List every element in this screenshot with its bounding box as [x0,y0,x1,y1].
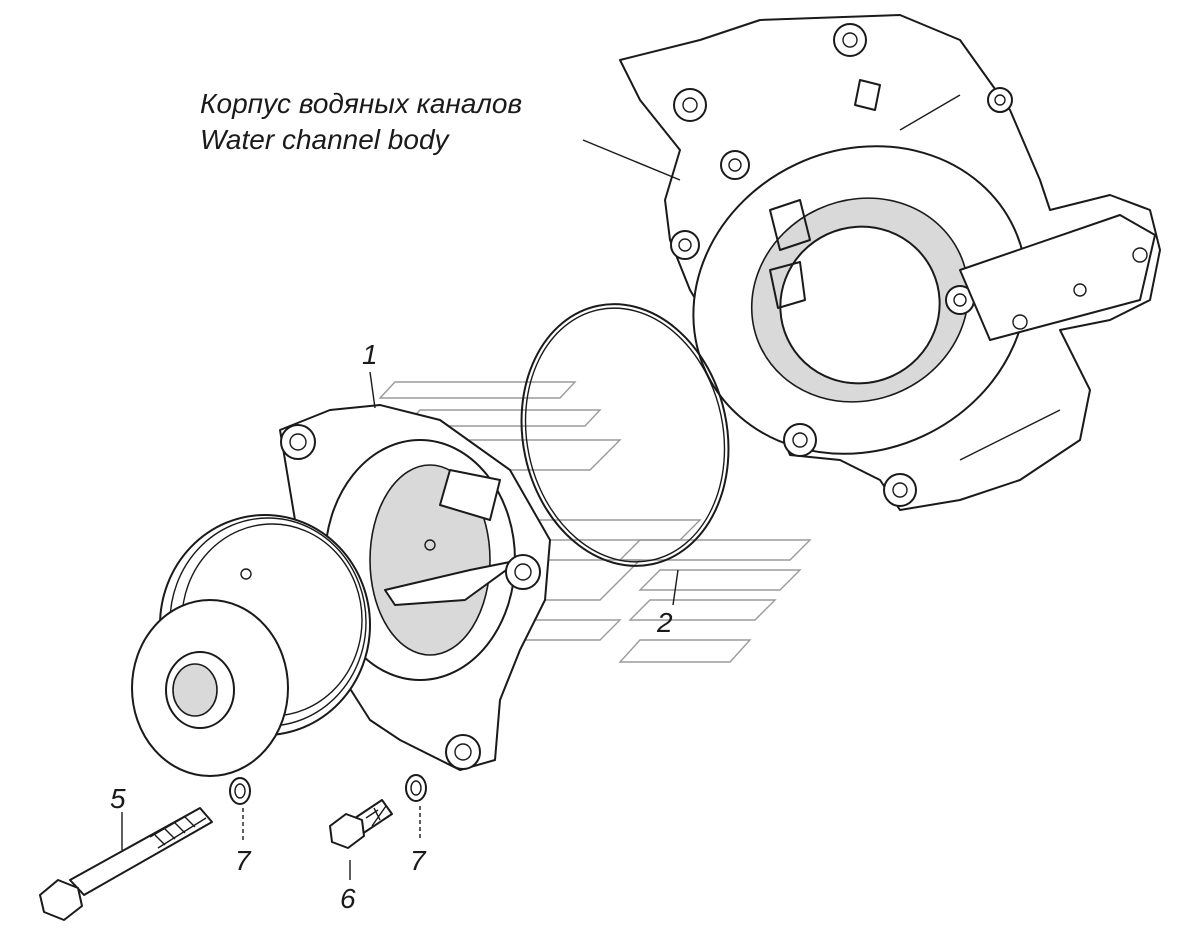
label-short-bolt: 6 [340,883,356,914]
callout-title-ru: Корпус водяных каналов [200,88,522,119]
water-channel-body [619,14,1161,511]
short-bolt [329,799,393,849]
washer-left [229,777,251,805]
leader-pump [369,371,376,409]
label-washer-left: 7 [235,845,252,876]
leader-ring [672,569,679,606]
callout-title-en: Water channel body [200,124,451,155]
washer-right [405,774,427,802]
leader-water-channel-body [582,139,681,181]
label-ring: 2 [656,607,673,638]
o-ring [520,303,730,567]
water-pump [131,404,551,777]
label-washer-right: 7 [410,845,427,876]
label-long-bolt: 5 [110,783,126,814]
label-pump: 1 [362,339,378,370]
leader-lines [121,139,681,880]
long-bolt [39,807,213,921]
